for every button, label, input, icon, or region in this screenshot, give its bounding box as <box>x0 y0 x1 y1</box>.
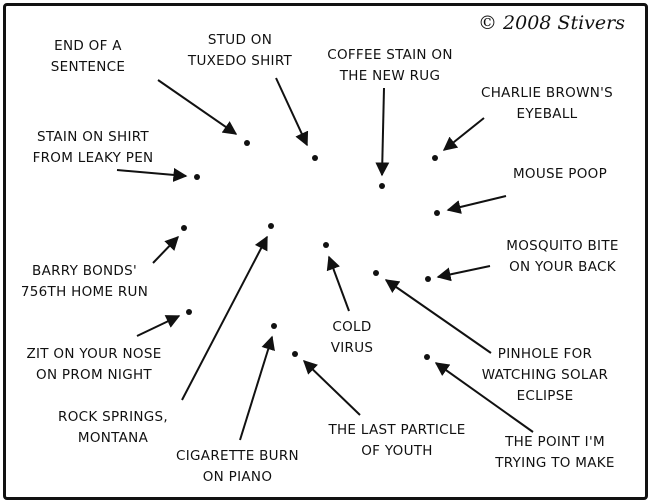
copyright-signature: © 2008 Stivers <box>478 12 625 34</box>
dot-zit <box>186 309 192 315</box>
arrow-pinhole <box>384 279 492 354</box>
label-barry-bonds: BARRY BONDS'756TH HOME RUN <box>20 263 149 300</box>
dot-stud <box>312 155 318 161</box>
dot-pinhole <box>373 270 379 276</box>
dot-stain-on-shirt <box>194 174 200 180</box>
label-rock-springs: ROCK SPRINGS,MONTANA <box>58 409 168 446</box>
dot-last-particle <box>292 351 298 357</box>
dot-point <box>424 354 430 360</box>
arrow-charlie-brown <box>442 117 485 151</box>
dot-mosquito <box>425 276 431 282</box>
dot-coffee-stain <box>379 183 385 189</box>
dot-barry-bonds <box>181 225 187 231</box>
arrow-stud <box>275 77 309 147</box>
dot-charlie-brown <box>432 155 438 161</box>
arrow-mouse-poop <box>446 195 507 214</box>
arrow-cigarette <box>239 335 275 441</box>
dot-mouse-poop <box>434 210 440 216</box>
dot-end-of-sentence <box>244 140 250 146</box>
arrow-coffee-stain <box>375 87 390 177</box>
arrow-barry-bonds <box>152 235 179 264</box>
label-mouse-poop: MOUSE POOP <box>512 166 608 182</box>
arrow-mosquito <box>436 265 491 282</box>
dot-cigarette <box>271 323 277 329</box>
arrow-last-particle <box>302 360 361 416</box>
arrow-stain-on-shirt <box>116 167 188 182</box>
arrow-rock-springs <box>181 235 268 401</box>
arrow-cold-virus <box>326 255 350 312</box>
arrow-zit <box>136 315 181 337</box>
arrow-point <box>434 362 534 433</box>
dot-cold-virus <box>323 242 329 248</box>
arrow-end-of-sentence <box>157 79 238 135</box>
dot-rock-springs <box>268 223 274 229</box>
cartoon-panel <box>3 3 648 500</box>
